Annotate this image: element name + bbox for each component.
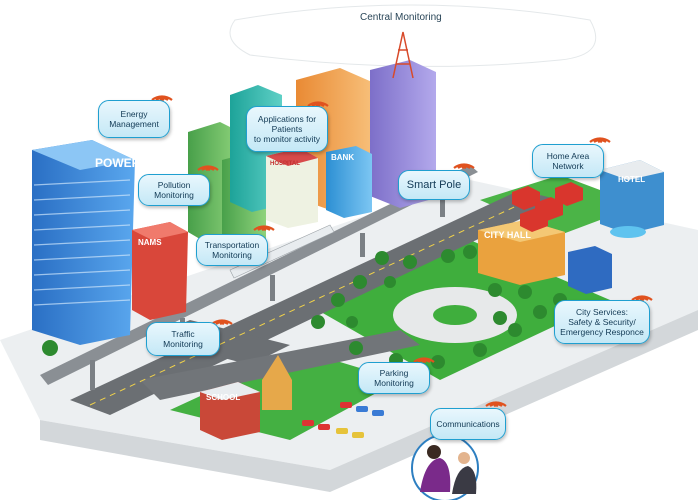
communications-people — [411, 434, 479, 500]
wifi-icon-communications — [485, 401, 507, 408]
city-hall-building: CITY HALL — [478, 220, 565, 285]
power-sign: POWER — [95, 156, 141, 170]
houses — [512, 182, 583, 232]
parked-cars — [302, 402, 384, 438]
hotel-sign: HOTEL — [618, 175, 645, 184]
city-hall-sign: CITY HALL — [484, 230, 531, 240]
main-road-diagonal — [70, 190, 560, 415]
central-monitoring-label: Central Monitoring — [360, 12, 442, 23]
callout-home-area-network: Home Area Network — [532, 144, 604, 178]
wifi-icon-transport — [253, 225, 275, 232]
wifi-icon-central — [151, 95, 173, 102]
ground-shadow — [40, 310, 698, 492]
telecom-tower — [392, 31, 414, 79]
callout-patient-applications: Applications for Patients to monitor act… — [246, 106, 328, 152]
callout-smart-pole: Smart Pole — [398, 170, 470, 200]
civic-building — [568, 246, 612, 294]
wifi-icon-patients — [307, 101, 329, 108]
school-sign: SCHOOL — [206, 393, 240, 402]
central-monitoring-arc — [229, 4, 597, 67]
road-center-line — [89, 194, 541, 406]
hospital-building: HOSPITAL — [266, 148, 318, 228]
plaza-center — [433, 305, 477, 325]
hotel-building: HOTEL — [600, 160, 664, 238]
church-building — [262, 355, 292, 410]
school-building: SCHOOL — [200, 382, 260, 440]
callout-transportation-monitoring: Transportation Monitoring — [196, 234, 268, 266]
callout-communications: Communications — [430, 408, 506, 440]
trees — [42, 245, 567, 369]
callout-pollution-monitoring: Pollution Monitoring — [138, 174, 210, 206]
wifi-icon-home — [589, 137, 611, 144]
bank-sign: BANK — [331, 153, 354, 162]
wifi-icon-parking — [413, 357, 435, 364]
wifi-icon-smart-pole — [453, 163, 475, 170]
hospital-sign: HOSPITAL — [270, 161, 300, 167]
nams-sign: NAMS — [138, 238, 162, 247]
power-building: POWER — [32, 140, 141, 345]
callout-energy-management: Energy Management — [98, 100, 170, 138]
wifi-icon-pollution — [197, 165, 219, 172]
callout-city-services: City Services: Safety & Security/ Emerge… — [554, 300, 650, 344]
callout-parking-monitoring: Parking Monitoring — [358, 362, 430, 394]
callout-traffic-monitoring: Traffic Monitoring — [146, 322, 220, 356]
wifi-icon-city-services — [631, 295, 653, 302]
nams-building: NAMS — [132, 222, 188, 320]
